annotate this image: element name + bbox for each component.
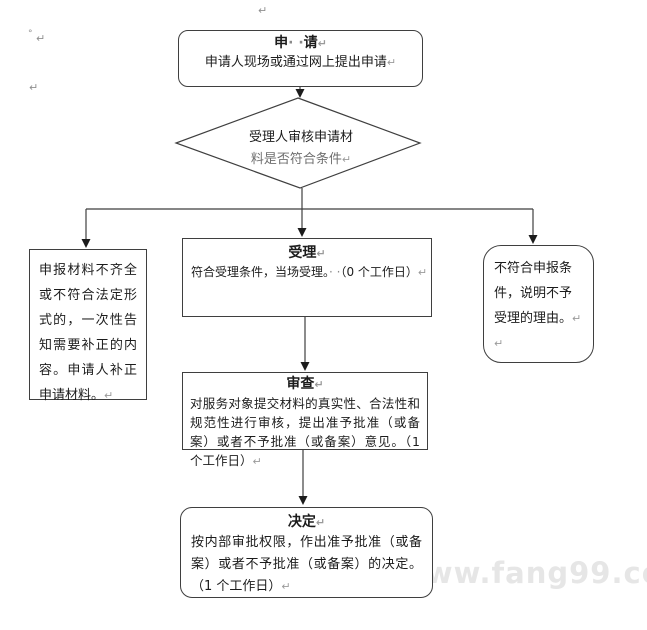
format-mark-return: ↵ [258,4,268,17]
space-dots: · · [288,35,304,51]
arrowhead-to-review [300,362,310,371]
supplement-node: 申报材料不齐全或不符合法定形式的，一次性告知需要补正的内容。申请人补正申请材料。… [29,249,147,403]
return-mark: ↵ [494,337,504,350]
decision-line2: 料是否符合条件↵ [250,152,352,167]
format-mark-return: ↵ [36,32,46,45]
arrowhead-to-decision [295,89,305,98]
return-mark: ↵ [315,516,326,529]
accept-node-body: 符合受理条件，当场受理。· ·（0 个工作日）↵ [191,265,428,279]
decide-node-title: 决定↵ [287,514,326,530]
reject-node-body: 不符合申报条件，说明不予受理的理由。↵ ↵ [494,261,582,350]
return-mark: ↵ [341,153,352,166]
format-mark-anchor: ° [28,29,33,39]
reject-node: 不符合申报条件，说明不予受理的理由。↵ ↵ [483,245,594,363]
arrowhead-to-decide [298,496,308,505]
decide-node: 决定↵ 按内部审批权限，作出准予批准（或备案）或者不予批准（或备案）的决定。（1… [180,507,433,598]
review-node: 审查↵ 对服务对象提交材料的真实性、合法性和规范性进行审核，提出准予批准（或备案… [182,372,428,468]
return-mark: ↵ [572,312,582,325]
space-dots: · · [329,265,341,279]
return-mark: ↵ [281,580,291,593]
return-mark: ↵ [252,455,262,468]
arrowhead-to-reject [528,235,538,244]
decision-line1: 受理人审核申请材 [248,130,353,145]
return-mark: ↵ [316,247,326,260]
accept-node-title: 受理↵ [288,245,326,261]
supplement-node-body: 申报材料不齐全或不符合法定形式的，一次性告知需要补正的内容。申请人补正申请材料。… [39,263,137,403]
start-node-title: 申· ·请↵ [274,35,327,51]
arrowhead-to-accept [297,228,307,237]
review-node-body: 对服务对象提交材料的真实性、合法性和规范性进行审核，提出准予批准（或备案）或者不… [190,396,420,468]
watermark: www.fang99.com [398,556,647,590]
review-node-title: 审查↵ [286,376,324,392]
return-mark: ↵ [417,266,428,279]
start-node-body: 申请人现场或通过网上提出申请↵ [204,55,397,70]
return-mark: ↵ [386,56,397,69]
accept-node: 受理↵ 符合受理条件，当场受理。· ·（0 个工作日）↵ [182,238,432,317]
decide-node-body: 按内部审批权限，作出准予批准（或备案）或者不予批准（或备案）的决定。（1 个工作… [191,535,422,594]
return-mark: ↵ [314,378,324,391]
decision-node-label: 受理人审核申请材 料是否符合条件↵ [195,127,407,171]
start-node-application: 申· ·请↵ 申请人现场或通过网上提出申请↵ [178,30,423,87]
format-mark-return: ↵ [29,81,39,94]
arrowhead-to-supplement [81,239,91,248]
return-mark: ↵ [317,37,327,50]
return-mark: ↵ [104,389,114,402]
